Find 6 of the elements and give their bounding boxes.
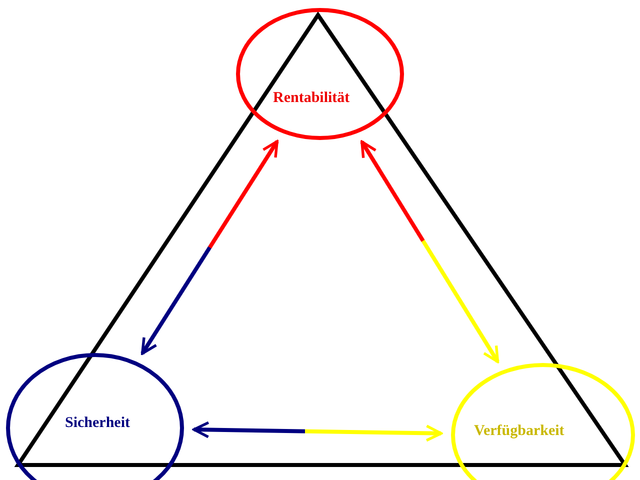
double-arrow [192,421,442,442]
node-label: Rentabilität [273,90,350,107]
double-arrow [360,140,500,364]
node-label: Sicherheit [65,415,130,432]
double-arrow [140,140,279,355]
node-label: Verfügbarkeit [474,423,564,440]
